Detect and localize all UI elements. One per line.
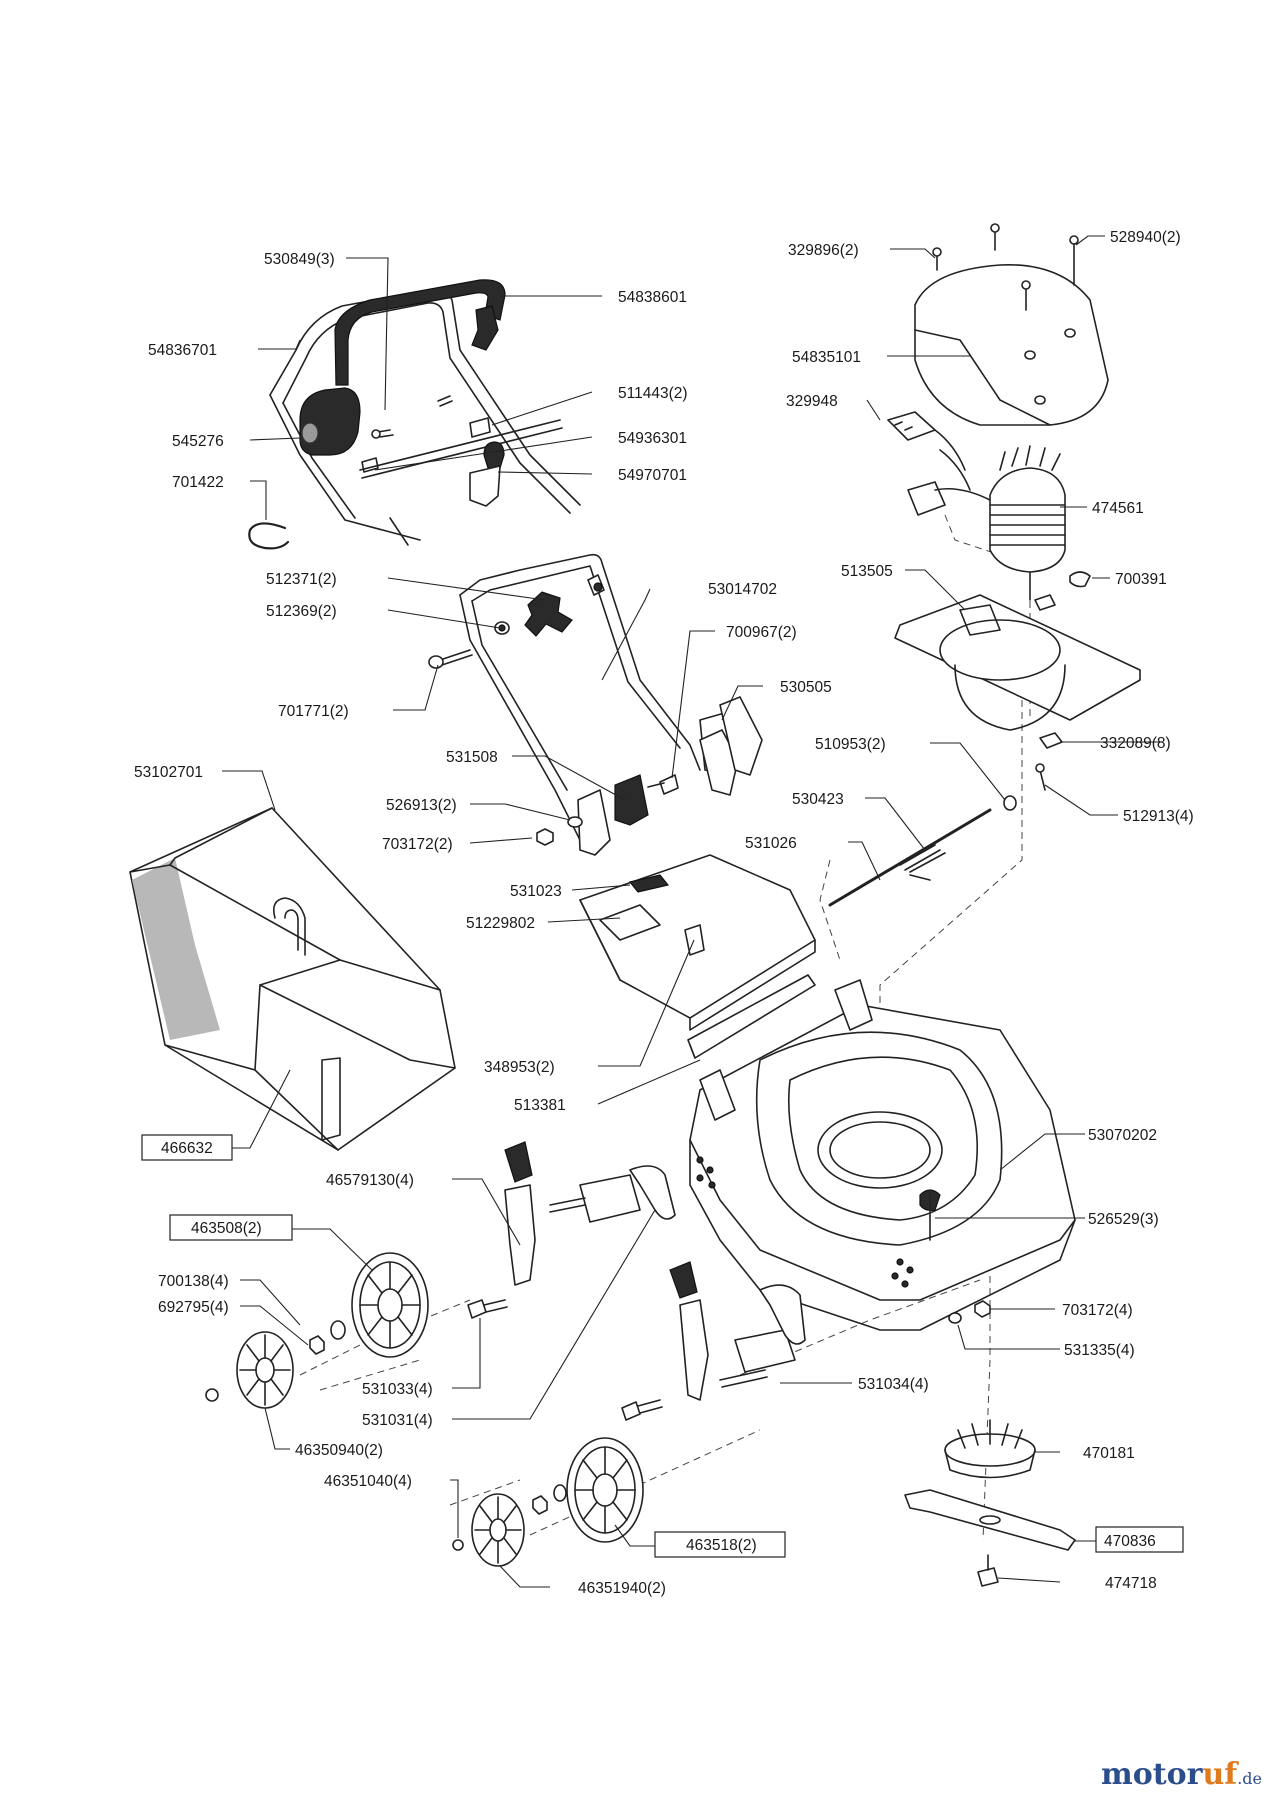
label-348953: 348953(2) bbox=[484, 1059, 555, 1076]
nuts-332089-510953-512913 bbox=[1003, 732, 1063, 811]
label-512913: 512913(4) bbox=[1123, 808, 1194, 825]
label-512369: 512369(2) bbox=[266, 603, 337, 620]
label-474561: 474561 bbox=[1092, 500, 1144, 517]
label-332089: 332089(8) bbox=[1100, 735, 1171, 752]
label-466632: 466632 bbox=[161, 1140, 213, 1157]
label-531026: 531026 bbox=[745, 835, 797, 852]
label-531335: 531335(4) bbox=[1064, 1342, 1135, 1359]
hinge-bar-513381 bbox=[687, 974, 816, 1059]
label-51229802: 51229802 bbox=[466, 915, 535, 932]
hubcap-46350940 bbox=[205, 1331, 294, 1409]
label-692795: 692795(4) bbox=[158, 1299, 229, 1316]
label-531034: 531034(4) bbox=[858, 1376, 929, 1393]
box-466632 bbox=[141, 1134, 233, 1161]
label-510953: 510953(2) bbox=[815, 736, 886, 753]
label-54936301: 54936301 bbox=[618, 430, 687, 447]
fan-470181 bbox=[944, 1419, 1036, 1479]
label-530849: 530849(3) bbox=[264, 251, 335, 268]
label-701771: 701771(2) bbox=[278, 703, 349, 720]
washers-700138-692795 bbox=[309, 1320, 346, 1355]
rear-wheel-463508 bbox=[351, 1252, 429, 1358]
motor-cover-54835101 bbox=[914, 263, 1109, 426]
label-526529: 526529(3) bbox=[1088, 1211, 1159, 1228]
label-700391: 700391 bbox=[1115, 571, 1167, 588]
label-470836: 470836 bbox=[1104, 1533, 1156, 1550]
label-701422: 701422 bbox=[172, 474, 224, 491]
motor-mount-513505 bbox=[894, 594, 1141, 731]
label-46579130: 46579130(4) bbox=[326, 1172, 414, 1189]
leader-lines bbox=[222, 235, 1162, 1588]
label-329948: 329948 bbox=[786, 393, 838, 410]
label-53070202: 53070202 bbox=[1088, 1127, 1157, 1144]
part-700391 bbox=[1069, 571, 1091, 588]
deck-screw-531335 bbox=[948, 1300, 991, 1324]
label-463518: 463518(2) bbox=[686, 1537, 757, 1554]
label-513505: 513505 bbox=[841, 563, 893, 580]
rod-531026-spring-530423 bbox=[828, 808, 992, 907]
label-53014702: 53014702 bbox=[708, 581, 777, 598]
label-54838601: 54838601 bbox=[618, 289, 687, 306]
box-470836 bbox=[1095, 1526, 1184, 1553]
cable-clip-545276 bbox=[299, 387, 361, 456]
label-511443: 511443(2) bbox=[618, 385, 688, 402]
motor-474561 bbox=[907, 445, 1066, 601]
terminal-329948 bbox=[887, 411, 971, 491]
height-adjusters bbox=[504, 1141, 806, 1401]
lower-handle-53014702 bbox=[459, 553, 741, 856]
label-531023: 531023 bbox=[510, 883, 562, 900]
label-530505: 530505 bbox=[780, 679, 832, 696]
label-526913: 526913(2) bbox=[386, 797, 457, 814]
label-46350940: 46350940(2) bbox=[295, 1442, 383, 1459]
label-54970701: 54970701 bbox=[618, 467, 687, 484]
knob-512371 bbox=[494, 591, 573, 637]
front-wheel-463518 bbox=[566, 1437, 644, 1543]
small-parts-handle bbox=[361, 395, 505, 507]
label-470181: 470181 bbox=[1083, 1445, 1135, 1462]
grass-catcher-53102701 bbox=[129, 807, 456, 1151]
label-700967: 700967(2) bbox=[726, 624, 797, 641]
mower-deck-53070202 bbox=[689, 979, 1076, 1331]
label-528940: 528940(2) bbox=[1110, 229, 1181, 246]
label-474718: 474718 bbox=[1105, 1575, 1157, 1592]
bolt-474718 bbox=[977, 1554, 999, 1587]
label-703172a: 703172(2) bbox=[382, 836, 453, 853]
screws-531033 bbox=[467, 1299, 663, 1421]
label-53102701: 53102701 bbox=[134, 764, 203, 781]
screws-329896-528940 bbox=[932, 223, 1079, 311]
label-463508: 463508(2) bbox=[191, 1220, 262, 1237]
upper-handle-assembly bbox=[269, 279, 581, 546]
brand-watermark: motoruf.de bbox=[1101, 1757, 1262, 1792]
label-46351940: 46351940(2) bbox=[578, 1580, 666, 1597]
label-54835101: 54835101 bbox=[792, 349, 861, 366]
label-46351040: 46351040(4) bbox=[324, 1473, 412, 1490]
box-463518 bbox=[654, 1531, 786, 1558]
part-labels: 530849(3) 54838601 54836701 511443(2) 54… bbox=[134, 229, 1194, 1597]
label-531508: 531508 bbox=[446, 749, 498, 766]
label-54836701: 54836701 bbox=[148, 342, 217, 359]
label-531033: 531033(4) bbox=[362, 1381, 433, 1398]
blade-470836 bbox=[904, 1489, 1076, 1551]
rear-flap-51229802 bbox=[579, 854, 816, 1031]
nuts-526913-703172 bbox=[536, 816, 583, 846]
label-703172b: 703172(4) bbox=[1062, 1302, 1133, 1319]
label-329896: 329896(2) bbox=[788, 242, 859, 259]
box-463508 bbox=[169, 1214, 293, 1241]
brand-logo: motoruf.de bbox=[1101, 1757, 1262, 1792]
label-512371: 512371(2) bbox=[266, 571, 337, 588]
label-545276: 545276 bbox=[172, 433, 224, 450]
label-530423: 530423 bbox=[792, 791, 844, 808]
bolt-701771 bbox=[428, 649, 473, 669]
clamp-parts-531508-530505 bbox=[614, 696, 763, 826]
label-700138: 700138(4) bbox=[158, 1273, 229, 1290]
label-513381: 513381 bbox=[514, 1097, 566, 1114]
label-531031: 531031(4) bbox=[362, 1412, 433, 1429]
hubcap-46351940 bbox=[452, 1484, 567, 1567]
circlip-701422 bbox=[248, 522, 290, 550]
